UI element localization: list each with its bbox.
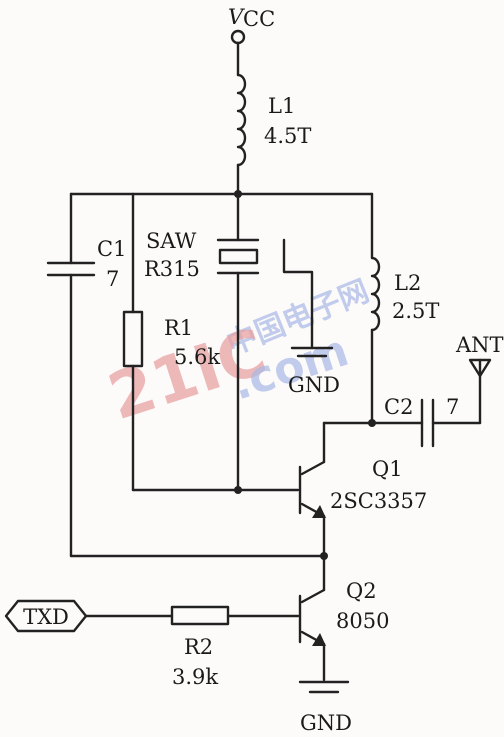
l2-value: 2.5T (392, 299, 439, 323)
ground1-label: GND (288, 373, 340, 397)
saw-resonator (216, 192, 314, 492)
saw-crystal (218, 248, 259, 265)
c2-value: 7 (446, 395, 459, 419)
c2-capacitor (420, 398, 482, 448)
q1-emitter-arrow (312, 505, 326, 518)
junction-collector (368, 419, 376, 427)
r1-resistor (122, 192, 300, 492)
r2-body (170, 605, 230, 626)
r2-value: 3.9k (172, 665, 218, 689)
q1-name: Q1 (372, 457, 403, 481)
txd-label: TXD (23, 605, 69, 629)
l2-name: L2 (394, 271, 421, 295)
vcc-label: V (228, 5, 245, 29)
l1-name: L1 (268, 94, 295, 118)
txd-input-connector (4, 599, 88, 633)
q2-transistor (298, 588, 326, 682)
ground-symbol-saw (290, 346, 334, 358)
junction-saw-base (234, 486, 242, 494)
l1-value: 4.5T (264, 124, 311, 148)
r2-resistor (84, 605, 300, 626)
q2-collector (300, 588, 326, 604)
saw-ground-lead (282, 238, 314, 350)
q1-collector (300, 460, 326, 476)
q2-value: 8050 (336, 609, 389, 633)
vcc-subscript: CC (243, 7, 275, 31)
l2-inductor (370, 192, 381, 425)
l1-coil (236, 73, 247, 167)
r2-name: R2 (184, 635, 213, 659)
antenna-icon (468, 358, 492, 425)
vcc-terminal (230, 29, 246, 77)
antenna-head (468, 358, 492, 378)
l1-inductor (236, 73, 247, 196)
c2-name: C2 (384, 395, 413, 419)
c1-capacitor (46, 192, 96, 558)
txd-connector-shape (4, 599, 88, 633)
antenna-label: ANT (455, 333, 504, 357)
saw-value: R315 (144, 257, 200, 281)
c1-value: 7 (106, 267, 119, 291)
q1-value: 2SC3357 (330, 489, 427, 513)
r1-value: 5.6k (174, 345, 220, 369)
saw-name: SAW (146, 229, 197, 253)
q2-emitter-arrow (312, 633, 326, 646)
c1-name: C1 (97, 237, 126, 261)
junction-emitter (320, 552, 328, 560)
l2-coil (370, 256, 381, 332)
ground-symbol-q2 (298, 680, 350, 694)
r1-name: R1 (164, 316, 193, 340)
q2-name: Q2 (346, 579, 377, 603)
q1-transistor (298, 421, 326, 592)
ground2-label: GND (300, 711, 352, 735)
vcc-terminal-circle (230, 29, 246, 45)
